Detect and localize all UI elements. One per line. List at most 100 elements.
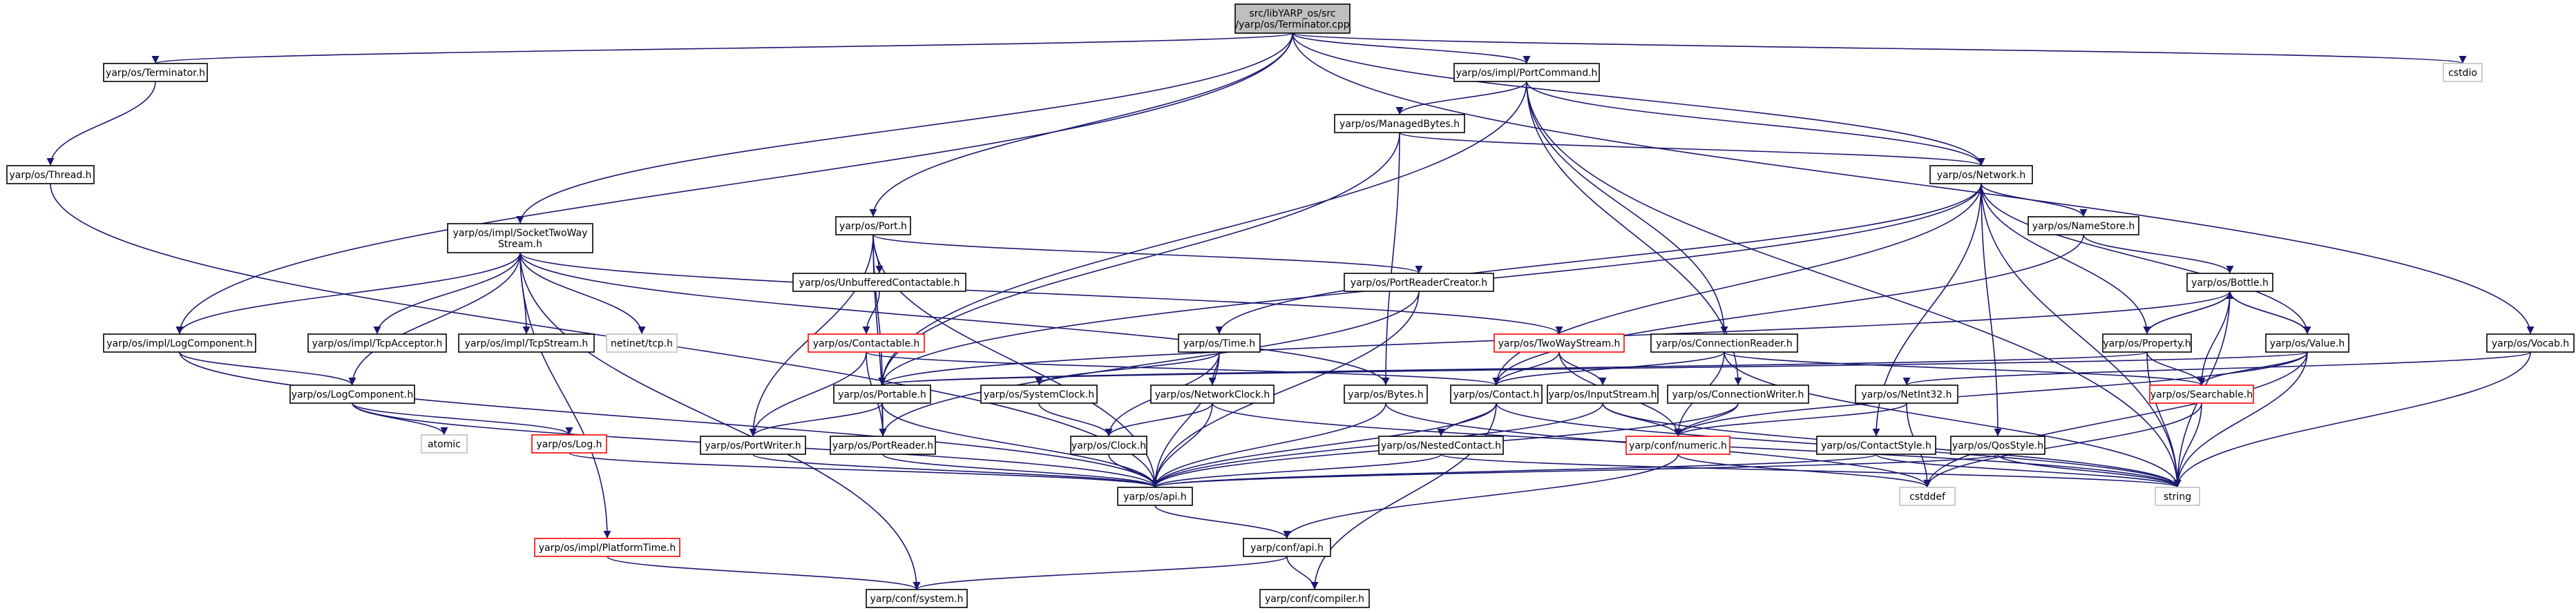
- node-label: yarp/os/Terminator.h: [106, 68, 205, 79]
- node-bytes-h[interactable]: yarp/os/Bytes.h: [1344, 385, 1428, 404]
- node-label: yarp/conf/system.h: [870, 594, 964, 605]
- node-searchable-h[interactable]: yarp/os/Searchable.h: [2149, 385, 2254, 404]
- node-log-h[interactable]: yarp/os/Log.h: [531, 434, 607, 454]
- node-label: yarp/os/InputStream.h: [1548, 389, 1657, 400]
- node-label: yarp/conf/numeric.h: [1629, 440, 1727, 451]
- node-cstddef: cstddef: [1899, 487, 1956, 506]
- node-time-h[interactable]: yarp/os/Time.h: [1178, 333, 1261, 353]
- node-box: [2155, 487, 2200, 506]
- node-label: yarp/os/SystemClock.h: [984, 389, 1094, 400]
- edge-numeric_h-to-cstddef: [1677, 454, 1931, 488]
- node-vocab-h[interactable]: yarp/os/Vocab.h: [2486, 333, 2575, 353]
- node-box: [1178, 333, 1261, 353]
- node-box: [1117, 487, 1193, 506]
- node-label: yarp/os/Time.h: [1183, 338, 1255, 349]
- node-label: yarp/os/Contact.h: [1453, 389, 1540, 400]
- edge-unbuffered_h-to-contactable_h: [862, 291, 880, 335]
- node-box: [792, 273, 966, 292]
- edge-networkclock_h-to-clock_h: [1105, 402, 1213, 437]
- node-label: yarp/os/TwoWayStream.h: [1498, 338, 1621, 349]
- node-network-h[interactable]: yarp/os/Network.h: [1929, 165, 2033, 184]
- node-connectionwriter-h[interactable]: yarp/os/ConnectionWriter.h: [1667, 385, 1809, 404]
- node-logcomponent-h[interactable]: yarp/os/LogComponent.h: [289, 385, 415, 404]
- node-root[interactable]: src/libYARP_os/src/yarp/os/Terminator.cp…: [1234, 3, 1351, 34]
- node-tcpstream-h[interactable]: yarp/os/impl/TcpStream.h: [458, 333, 595, 353]
- node-box: [606, 333, 678, 353]
- node-value-h[interactable]: yarp/os/Value.h: [2265, 333, 2349, 353]
- node-managedbytes-h[interactable]: yarp/os/ManagedBytes.h: [1334, 114, 1465, 133]
- edge-sockettwoway_h-to-platformtime_h: [519, 252, 611, 539]
- node-nestedcontact-h[interactable]: yarp/os/NestedContact.h: [1378, 436, 1504, 455]
- node-netint32-h[interactable]: yarp/os/NetInt32.h: [1855, 385, 1958, 404]
- node-twowaystream-h[interactable]: yarp/os/TwoWayStream.h: [1494, 333, 1625, 353]
- node-label: cstddef: [1909, 492, 1946, 503]
- node-conf-api-h[interactable]: yarp/conf/api.h: [1243, 538, 1331, 557]
- edge-portcommand_h-to-string: [1526, 81, 2182, 488]
- node-portable-h[interactable]: yarp/os/Portable.h: [833, 385, 931, 404]
- node-box: [1243, 538, 1331, 557]
- node-networkclock-h[interactable]: yarp/os/NetworkClock.h: [1150, 385, 1275, 404]
- edge-conf_api_h-to-compiler_h: [1286, 556, 1319, 590]
- node-label: yarp/os/NestedContact.h: [1381, 440, 1501, 451]
- node-label: yarp/os/QosStyle.h: [1952, 440, 2043, 451]
- edge-portable_h-to-portwriter_h: [749, 402, 883, 437]
- node-portwriter-h[interactable]: yarp/os/PortWriter.h: [700, 436, 806, 455]
- node-label: yarp/os/LogComponent.h: [292, 389, 413, 400]
- node-portreader-h[interactable]: yarp/os/PortReader.h: [830, 436, 936, 455]
- node-tcpacceptor-h[interactable]: yarp/os/impl/TcpAcceptor.h: [307, 333, 447, 353]
- node-box: [2265, 333, 2349, 353]
- node-label: yarp/os/NetInt32.h: [1861, 389, 1952, 400]
- node-api-h[interactable]: yarp/os/api.h: [1117, 487, 1193, 506]
- node-bottle-h[interactable]: yarp/os/Bottle.h: [2186, 273, 2273, 292]
- node-box: [2443, 63, 2483, 82]
- node-contact-h[interactable]: yarp/os/Contact.h: [1450, 385, 1543, 404]
- edge-portcommand_h-to-managedbytes_h: [1395, 81, 1527, 115]
- edge-logcomponent_h-to-log_h: [352, 402, 573, 436]
- node-box: [1234, 3, 1351, 34]
- node-label: yarp/os/Clock.h: [1071, 440, 1146, 451]
- edge-contactstyle_h-to-api_h: [1151, 454, 1877, 488]
- node-connectionreader-h[interactable]: yarp/os/ConnectionReader.h: [1650, 333, 1798, 353]
- node-label: netinet/tcp.h: [611, 338, 673, 349]
- node-clock-h[interactable]: yarp/os/Clock.h: [1070, 436, 1147, 455]
- node-label: src/libYARP_os/src: [1249, 8, 1335, 19]
- node-contactable-h[interactable]: yarp/os/Contactable.h: [808, 333, 925, 353]
- node-property-h[interactable]: yarp/os/Property.h: [2102, 333, 2192, 353]
- node-numeric-h[interactable]: yarp/conf/numeric.h: [1625, 436, 1730, 455]
- node-box: [1378, 436, 1504, 455]
- node-terminator-h[interactable]: yarp/os/Terminator.h: [103, 63, 208, 82]
- edge-value_h-to-cstddef: [1923, 351, 2308, 488]
- node-thread-h[interactable]: yarp/os/Thread.h: [6, 165, 95, 184]
- node-platformtime-h[interactable]: yarp/os/impl/PlatformTime.h: [534, 538, 680, 557]
- node-label: yarp/os/impl/SocketTwoWay: [453, 228, 588, 239]
- node-label: yarp/os/Bottle.h: [2191, 278, 2269, 289]
- node-system-h[interactable]: yarp/conf/system.h: [866, 589, 968, 608]
- node-compiler-h[interactable]: yarp/conf/compiler.h: [1259, 589, 1370, 608]
- edge-inputstream_h-to-numeric_h: [1602, 402, 1682, 437]
- node-box: [447, 223, 593, 253]
- node-systemclock-h[interactable]: yarp/os/SystemClock.h: [980, 385, 1098, 404]
- node-portcommand-h[interactable]: yarp/os/impl/PortCommand.h: [1453, 63, 1600, 82]
- edge-connectionreader_h-to-string: [1724, 351, 2182, 488]
- node-box: [1667, 385, 1809, 404]
- node-portreadercreator-h[interactable]: yarp/os/PortReaderCreator.h: [1344, 273, 1494, 292]
- node-box: [534, 538, 680, 557]
- dependency-edges: [46, 32, 2535, 590]
- node-port-h[interactable]: yarp/os/Port.h: [835, 216, 911, 235]
- node-box: [103, 63, 208, 82]
- edge-vocab_h-to-string: [2173, 351, 2531, 488]
- node-namestore-h[interactable]: yarp/os/NameStore.h: [2028, 216, 2139, 235]
- edge-vocab_h-to-netint32_h: [1902, 351, 2531, 386]
- edge-value_h-to-portable_h: [879, 351, 2308, 386]
- edge-network_h-to-qosstyle_h: [1981, 183, 2002, 437]
- node-qosstyle-h[interactable]: yarp/os/QosStyle.h: [1950, 436, 2045, 455]
- edge-searchable_h-to-cstddef: [1923, 402, 2202, 488]
- edge-contactable_h-to-contact_h: [866, 351, 1500, 386]
- node-impl-logcomponent-h[interactable]: yarp/os/impl/LogComponent.h: [103, 333, 256, 353]
- node-unbuffered-h[interactable]: yarp/os/UnbufferedContactable.h: [792, 273, 966, 292]
- node-label: yarp/os/PortReader.h: [832, 440, 933, 451]
- edge-portreader_h-to-api_h: [882, 454, 1159, 488]
- node-inputstream-h[interactable]: yarp/os/InputStream.h: [1547, 385, 1659, 404]
- node-contactstyle-h[interactable]: yarp/os/ContactStyle.h: [1816, 436, 1936, 455]
